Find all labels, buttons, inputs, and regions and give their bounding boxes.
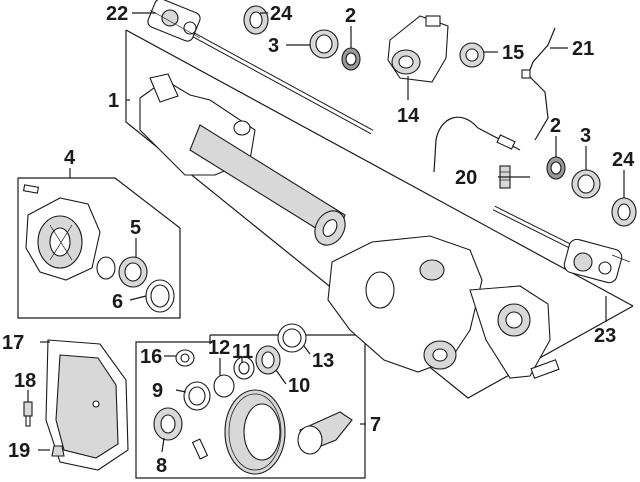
right-axle-shaft-assembly xyxy=(492,205,631,284)
callout-16: 16 xyxy=(140,346,162,368)
cover-bolt-18 xyxy=(23,401,33,427)
differential-cover xyxy=(45,339,129,471)
ring-gear xyxy=(224,389,286,475)
callout-3: 3 xyxy=(268,35,279,57)
callout-18: 18 xyxy=(14,370,36,392)
pinion-bearing-cup-13 xyxy=(277,323,307,353)
steering-knuckle-left xyxy=(387,15,449,83)
main-axle-frame xyxy=(125,29,634,399)
axle-shaft-seal-right xyxy=(546,156,566,180)
callout-3-right: 3 xyxy=(580,125,591,147)
axle-bearing-right xyxy=(571,169,601,199)
callout-9: 9 xyxy=(152,380,163,402)
callout-5: 5 xyxy=(130,217,141,239)
callout-17: 17 xyxy=(2,332,24,354)
callout-22: 22 xyxy=(106,3,128,25)
axle-seal-upper xyxy=(243,5,269,35)
callout-20: 20 xyxy=(455,167,477,189)
axle-bearing-upper xyxy=(309,29,339,59)
callout-6: 6 xyxy=(112,291,123,313)
callout-2: 2 xyxy=(345,5,356,27)
differential-bearing-race xyxy=(96,256,116,280)
callout-21: 21 xyxy=(572,38,594,60)
callout-8: 8 xyxy=(156,455,167,477)
callout-11: 11 xyxy=(232,341,253,363)
callout-14: 14 xyxy=(397,105,420,127)
callout-10: 10 xyxy=(288,375,310,397)
callout-13: 13 xyxy=(312,350,334,372)
axle-housing-tube xyxy=(139,73,346,246)
callout-1: 1 xyxy=(108,90,119,112)
axle-shaft-seal-upper xyxy=(341,47,361,71)
pinion-shim-12 xyxy=(213,374,235,398)
callout-15: 15 xyxy=(502,42,524,64)
callout-24: 24 xyxy=(270,3,293,25)
pinion-gear xyxy=(297,411,353,455)
ring-gear-bolt xyxy=(191,438,209,460)
abs-sensor-harness xyxy=(433,27,556,173)
fill-plug-19 xyxy=(51,445,65,457)
pinion-spacer-11 xyxy=(233,356,255,380)
callout-12: 12 xyxy=(208,337,230,359)
differential-carrier-housing xyxy=(327,235,560,379)
callout-24-right: 24 xyxy=(612,149,635,171)
callout-numbers: 22 24 2 3 14 15 21 1 4 5 6 2 3 24 20 23 … xyxy=(2,3,635,477)
callout-2-right: 2 xyxy=(550,115,561,137)
pinion-bearing-10 xyxy=(255,345,281,375)
pinion-bearing-race-9 xyxy=(183,381,211,411)
knuckle-seal xyxy=(459,42,485,68)
callout-23: 23 xyxy=(594,325,616,347)
callout-4: 4 xyxy=(64,147,76,169)
callout-7: 7 xyxy=(370,414,381,436)
left-axle-shaft-assembly xyxy=(147,0,374,135)
pinion-bearing-8 xyxy=(153,407,183,441)
callout-19: 19 xyxy=(8,440,30,462)
differential-bearing-cup-6 xyxy=(145,279,175,313)
pinion-seal-16 xyxy=(175,349,195,367)
differential-case xyxy=(22,184,101,281)
differential-bearing-5 xyxy=(118,256,148,288)
leader-lines xyxy=(27,12,625,453)
differential-case-frame xyxy=(17,177,181,319)
axle-seal-right xyxy=(611,197,637,227)
